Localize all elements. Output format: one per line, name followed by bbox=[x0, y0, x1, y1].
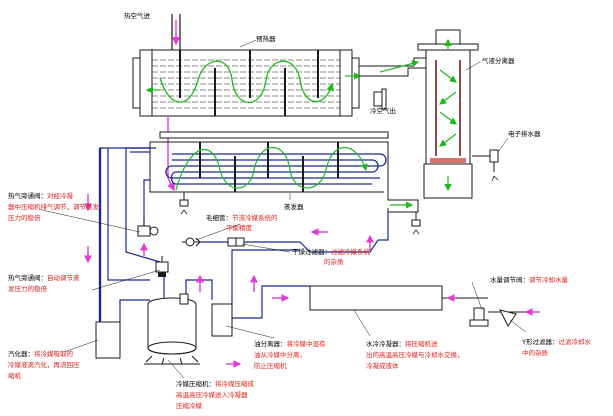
svg-text:热气旁通阀：自动调节蒸: 热气旁通阀：自动调节蒸 bbox=[8, 273, 80, 282]
svg-text:平衡精度: 平衡精度 bbox=[226, 223, 253, 232]
label-capillary: 毛细管：节流冷媒系统的 平衡精度 bbox=[206, 213, 278, 232]
expansion-valve bbox=[155, 256, 169, 277]
oil-separator bbox=[211, 303, 233, 337]
compressor bbox=[144, 293, 200, 365]
svg-text:缩机: 缩机 bbox=[8, 371, 22, 380]
air-inlet bbox=[171, 14, 181, 50]
svg-text:毛细管：节流冷媒系统的: 毛细管：节流冷媒系统的 bbox=[206, 213, 278, 222]
label-strainer: Y形过滤器：过滤冷却水 中的杂质 bbox=[521, 337, 591, 357]
svg-text:发压力的稳倍: 发压力的稳倍 bbox=[8, 284, 48, 293]
svg-text:防止压缩机: 防止压缩机 bbox=[254, 361, 287, 370]
label-oil-separator: 油分离器：将冷媒中混有 油从冷媒中分离， 防止压缩机 bbox=[254, 339, 326, 370]
svg-text:干燥过滤器：过滤冷媒系统: 干燥过滤器：过滤冷媒系统 bbox=[292, 247, 371, 256]
svg-text:器中压缩机排气调节，调节蒸发: 器中压缩机排气调节，调节蒸发 bbox=[8, 202, 100, 211]
label-accumulator: 汽化器：将冷媒吸取的 冷媒液滴汽化，再流回压 缩机 bbox=[8, 349, 80, 380]
svg-text:水冷冷凝器：将压缩机送: 水冷冷凝器：将压缩机送 bbox=[366, 339, 438, 348]
precooler bbox=[132, 49, 362, 117]
svg-text:Y形过滤器：过滤冷却水: Y形过滤器：过滤冷却水 bbox=[521, 337, 591, 346]
gas-liquid-separator bbox=[417, 29, 479, 199]
svg-text:汽化器：将冷媒吸取的: 汽化器：将冷媒吸取的 bbox=[8, 349, 74, 358]
accumulator bbox=[95, 321, 121, 359]
svg-text:冷媒压缩机：将冷媒压缩成: 冷媒压缩机：将冷媒压缩成 bbox=[176, 379, 255, 388]
label-filter: 干燥过滤器：过滤冷媒系统 的杂质 bbox=[292, 247, 371, 266]
svg-text:热气旁通阀：对经冷凝: 热气旁通阀：对经冷凝 bbox=[8, 191, 74, 200]
svg-text:冷媒液滴汽化，再流回压: 冷媒液滴汽化，再流回压 bbox=[8, 360, 80, 369]
svg-text:冷凝成液体: 冷凝成液体 bbox=[366, 361, 399, 370]
evaporator bbox=[149, 131, 419, 213]
svg-text:压缩冷媒: 压缩冷媒 bbox=[176, 401, 203, 410]
precooler-label: 预热器 bbox=[256, 34, 276, 43]
svg-text:水量调节阀：调节冷却水量: 水量调节阀：调节冷却水量 bbox=[490, 275, 569, 284]
label-condenser: 水冷冷凝器：将压缩机送 出的高温高压冷媒与冷却水交换， 冷凝成液体 bbox=[366, 339, 464, 370]
electronic-drain-valve bbox=[472, 149, 499, 182]
separator-label: 气液分离器 bbox=[482, 56, 515, 65]
svg-text:油从冷媒中分离，: 油从冷媒中分离， bbox=[254, 350, 306, 359]
evaporator-drain bbox=[179, 192, 189, 215]
leader-lines bbox=[41, 209, 527, 379]
label-compressor: 冷媒压缩机：将冷媒压缩成 高温高压冷媒送入冷凝器 压缩冷媒 bbox=[176, 379, 255, 410]
capillary-tube bbox=[182, 237, 201, 247]
cooling-water-arrows bbox=[446, 294, 540, 316]
label-water-valve: 水量调节阀：调节冷却水量 bbox=[490, 275, 569, 284]
svg-text:油分离器：将冷媒中混有: 油分离器：将冷媒中混有 bbox=[254, 339, 326, 348]
air-outlet bbox=[373, 88, 387, 110]
svg-text:出的高温高压冷媒与冷却水交换，: 出的高温高压冷媒与冷却水交换， bbox=[366, 350, 464, 359]
separator-bottom-drain bbox=[411, 212, 421, 235]
label-expansion: 热气旁通阀：自动调节蒸 发压力的稳倍 bbox=[8, 273, 80, 293]
air-outlet-label: 冷空气出 bbox=[370, 106, 396, 115]
drain-valve-label: 电子排水器 bbox=[508, 129, 541, 138]
svg-text:压力的稳倍: 压力的稳倍 bbox=[8, 213, 41, 222]
water-cooled-condenser bbox=[309, 285, 488, 311]
hot-gas-bypass-valve bbox=[137, 220, 159, 237]
label-bypass-valve: 热气旁通阀：对经冷凝 器中压缩机排气调节，调节蒸发 压力的稳倍 bbox=[8, 191, 100, 222]
svg-text:的杂质: 的杂质 bbox=[324, 257, 344, 266]
svg-text:中的杂质: 中的杂质 bbox=[522, 348, 549, 357]
filter-drier bbox=[227, 237, 245, 247]
connecting-duct bbox=[359, 57, 426, 77]
air-inlet-label: 热空气进 bbox=[124, 11, 151, 20]
svg-text:高温高压冷媒送入冷凝器: 高温高压冷媒送入冷凝器 bbox=[176, 390, 248, 399]
evaporator-label: 蒸发器 bbox=[284, 202, 304, 211]
